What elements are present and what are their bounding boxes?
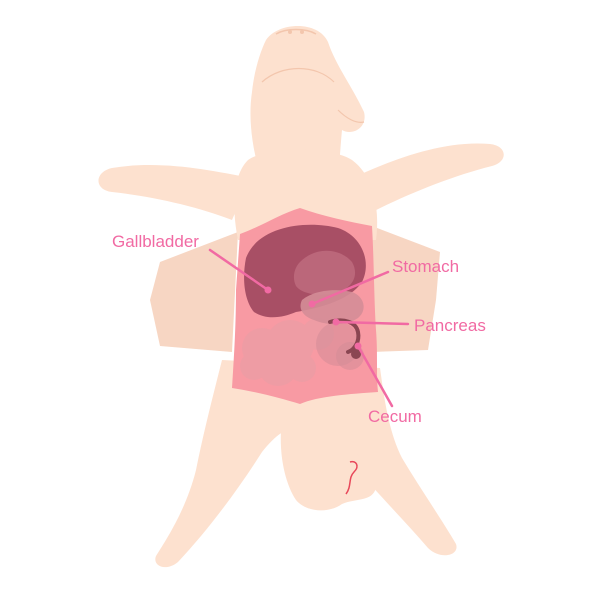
tail-region <box>280 420 377 511</box>
mouth-line <box>261 67 335 83</box>
stomach-pointer <box>310 270 390 306</box>
label-stomach: Stomach <box>392 257 459 276</box>
leader-lines <box>208 248 410 408</box>
right-foreleg <box>352 143 504 212</box>
left-skin-flap <box>150 232 238 352</box>
pointer-dots <box>264 286 362 350</box>
pig-body <box>98 26 504 568</box>
labels: Gallbladder Stomach Pancreas Cecum <box>112 232 486 426</box>
umbilical-cord <box>345 460 358 495</box>
cecum-pointer <box>356 344 394 408</box>
gallbladder-dot <box>264 286 272 294</box>
ear-fold <box>337 109 365 123</box>
nostril-right <box>300 30 304 34</box>
liver-lobe-highlight <box>293 250 356 295</box>
label-pancreas: Pancreas <box>414 316 486 335</box>
cecum <box>328 318 361 354</box>
stomach-dot <box>308 300 316 308</box>
left-foreleg <box>98 165 250 220</box>
gallbladder-pointer <box>208 248 270 292</box>
label-cecum: Cecum <box>368 407 422 426</box>
torso <box>234 149 378 240</box>
nostril-left <box>288 30 292 34</box>
pancreas-dot <box>332 318 340 326</box>
cecum-tip <box>351 349 361 359</box>
cecum-dot <box>354 342 362 350</box>
snout <box>275 28 317 35</box>
label-gallbladder: Gallbladder <box>112 232 199 251</box>
organs <box>240 224 366 495</box>
lower-body <box>155 360 457 568</box>
head <box>250 26 365 180</box>
stomach <box>300 290 364 325</box>
right-skin-flap <box>372 226 440 352</box>
skin-flaps <box>150 226 440 352</box>
pancreas-pointer <box>334 320 410 326</box>
